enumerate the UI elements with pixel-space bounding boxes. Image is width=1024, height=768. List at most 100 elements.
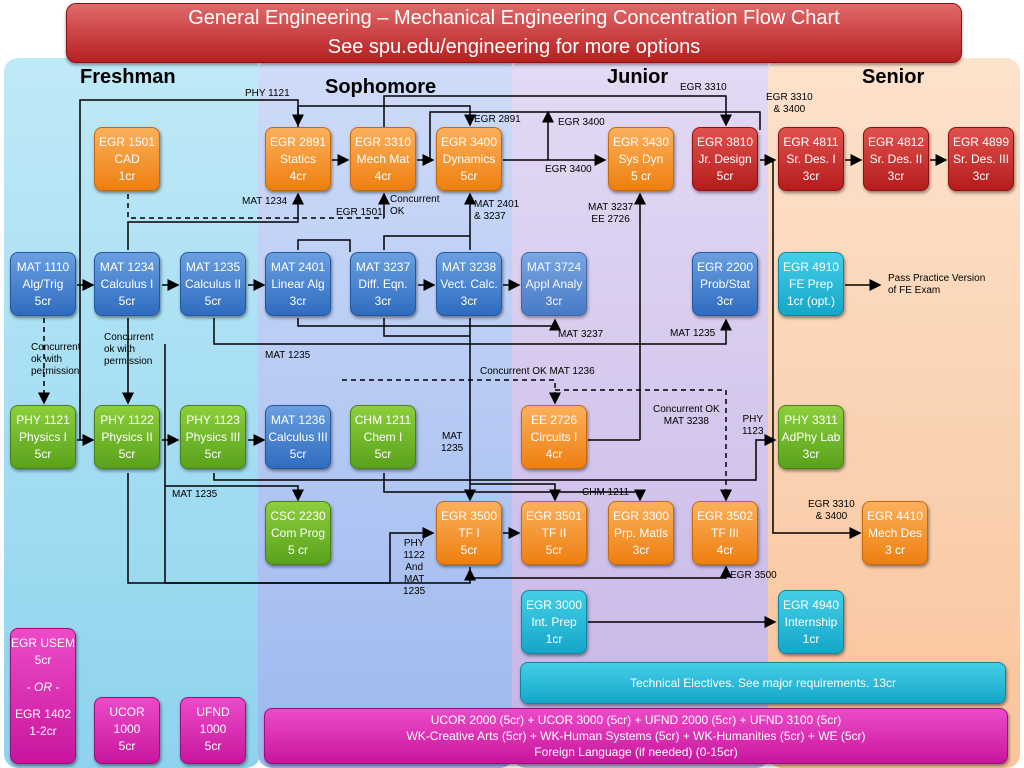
course-mat-1234[interactable]: MAT 1234 Calculus I 5cr (94, 252, 160, 316)
course-credits: 5cr (460, 543, 478, 557)
course-credits: 3cr (716, 294, 734, 308)
course-credits: 3cr (374, 294, 392, 308)
label-egr3310-top: EGR 3310 (680, 82, 727, 93)
course-credits: 5cr (118, 447, 136, 461)
course-csc-2230[interactable]: CSC 2230 Com Prog 5 cr (265, 501, 331, 565)
course-title: Internship (784, 615, 838, 629)
label-mat1235-c: MAT 1235 (441, 431, 464, 454)
course-egr-4899[interactable]: EGR 4899 Sr. Des. III 3cr (948, 127, 1014, 191)
course-mat-3724[interactable]: MAT 3724 Appl Analy 3cr (521, 252, 587, 316)
course-mat-1236[interactable]: MAT 1236 Calculus III 5cr (265, 405, 331, 469)
label-phy1122-mat1235: PHY 1122 And MAT 1235 (403, 538, 426, 597)
course-title: TF II (541, 526, 567, 540)
course-credits: 4cr (289, 169, 307, 183)
label-egr3400-a: EGR 3400 (558, 117, 605, 128)
course-code: MAT 3237 (355, 260, 411, 274)
course-credits: 3cr (802, 169, 820, 183)
course-mat-3237[interactable]: MAT 3237 Diff. Eqn. 3cr (350, 252, 416, 316)
course-phy-1122[interactable]: PHY 1122 Physics II 5cr (94, 405, 160, 469)
course-egr-3000[interactable]: EGR 3000 Int. Prep 1cr (521, 590, 587, 654)
course-title: Sr. Des. II (869, 152, 923, 166)
course-code: EGR 4940 (782, 598, 840, 612)
label-egr3400-b: EGR 3400 (545, 164, 592, 175)
course-code: MAT 1236 (270, 413, 326, 427)
course-title: Jr. Design (698, 152, 752, 166)
course-code: EGR 3310 (354, 135, 412, 149)
course-egr-4811[interactable]: EGR 4811 Sr. Des. I 3cr (778, 127, 844, 191)
course-mat-1235[interactable]: MAT 1235 Calculus II 5cr (180, 252, 246, 316)
label-mat3237: MAT 3237 (558, 329, 604, 340)
course-phy-3311[interactable]: PHY 3311 AdPhy Lab 3cr (778, 405, 844, 469)
course-title: Prp. Matls (613, 526, 668, 540)
label-phy1121: PHY 1121 (245, 88, 290, 99)
course-credits: 5cr (204, 447, 222, 461)
course-title: 1000 (199, 722, 227, 736)
course-credits: 5cr (118, 294, 136, 308)
course-credits: 1cr (545, 632, 563, 646)
course-egr-3810[interactable]: EGR 3810 Jr. Design 5cr (692, 127, 758, 191)
junior-header: Junior (607, 66, 669, 88)
course-phy-1121[interactable]: PHY 1121 Physics I 5cr (10, 405, 76, 469)
course-title: Statics (279, 152, 316, 166)
course-credits: 3cr (545, 294, 563, 308)
course-title: Mech Des (867, 526, 923, 540)
course-egr-1501[interactable]: EGR 1501 CAD 1cr (94, 127, 160, 191)
course-title: Physics I (18, 430, 67, 444)
course-ucor-1000[interactable]: UCOR 1000 5cr (94, 697, 160, 764)
course-title: Sr. Des. III (952, 152, 1009, 166)
egr1402-code: EGR 1402 (14, 707, 72, 721)
course-egr-3430[interactable]: EGR 3430 Sys Dyn 5 cr (608, 127, 674, 191)
course-chm-1211[interactable]: CHM 1211 Chem I 5cr (350, 405, 416, 469)
course-mat-1110[interactable]: MAT 1110 Alg/Trig 5cr (10, 252, 76, 316)
usem-credits: 5cr (34, 653, 52, 667)
gen-ed-box[interactable]: UCOR 2000 (5cr) + UCOR 3000 (5cr) + UFND… (264, 708, 1008, 764)
gen-ed-line-3: Foreign Language (if needed) (0-15cr) (534, 745, 738, 759)
freshman-header: Freshman (80, 66, 176, 88)
course-title: Calculus II (184, 277, 242, 291)
course-credits: 5cr (118, 739, 136, 753)
course-code: UCOR (109, 705, 145, 719)
course-egr-4812[interactable]: EGR 4812 Sr. Des. II 3cr (863, 127, 929, 191)
course-credits: 5 cr (287, 543, 308, 557)
course-credits: 5cr (34, 294, 52, 308)
course-egr-2891[interactable]: EGR 2891 Statics 4cr (265, 127, 331, 191)
technical-electives-text: Technical Electives. See major requireme… (629, 676, 897, 690)
course-code: MAT 2401 (270, 260, 326, 274)
course-egr-3300[interactable]: EGR 3300 Prp. Matls 3cr (608, 501, 674, 565)
course-egr-4940[interactable]: EGR 4940 Internship 1cr (778, 590, 844, 654)
course-egr-2200[interactable]: EGR 2200 Prob/Stat 3cr (692, 252, 758, 316)
course-ee-2726[interactable]: EE 2726 Circuits I 4cr (521, 405, 587, 469)
course-egr-4910[interactable]: EGR 4910 FE Prep 1cr (opt.) (778, 252, 844, 316)
course-egr-3502[interactable]: EGR 3502 TF III 4cr (692, 501, 758, 565)
course-credits: 3cr (887, 169, 905, 183)
course-egr-4410[interactable]: EGR 4410 Mech Des 3 cr (862, 501, 928, 565)
course-credits: 1cr (opt.) (786, 294, 835, 308)
course-egr-3501[interactable]: EGR 3501 TF II 5cr (521, 501, 587, 565)
course-code: EE 2726 (530, 413, 578, 427)
course-code: EGR 2891 (269, 135, 327, 149)
course-credits: 5cr (289, 447, 307, 461)
course-egr-3500[interactable]: EGR 3500 TF I 5cr (436, 501, 502, 565)
course-egr-usem-or-1402[interactable]: EGR USEM 5cr - OR - EGR 1402 1-2cr (10, 628, 76, 764)
course-phy-1123[interactable]: PHY 1123 Physics III 5cr (180, 405, 246, 469)
course-code: EGR 4910 (782, 260, 840, 274)
course-mat-2401[interactable]: MAT 2401 Linear Alg 3cr (265, 252, 331, 316)
course-title: Chem I (363, 430, 403, 444)
course-code: CSC 2230 (270, 509, 326, 523)
course-title: Alg/Trig (22, 277, 64, 291)
sophomore-header: Sophomore (325, 76, 437, 98)
course-title: 1000 (113, 722, 141, 736)
course-ufnd-1000[interactable]: UFND 1000 5cr (180, 697, 246, 764)
course-egr-3310[interactable]: EGR 3310 Mech Mat 4cr (350, 127, 416, 191)
label-concurrent-ok: Concurrent OK (390, 194, 440, 217)
course-egr-3400[interactable]: EGR 3400 Dynamics 5cr (436, 127, 502, 191)
technical-electives-box[interactable]: Technical Electives. See major requireme… (520, 662, 1006, 704)
course-mat-3238[interactable]: MAT 3238 Vect. Calc. 3cr (436, 252, 502, 316)
chart-title: General Engineering – Mechanical Enginee… (66, 3, 962, 63)
label-egr1501: EGR 1501 (336, 207, 383, 218)
course-title: Appl Analy (525, 277, 583, 291)
course-credits: 5cr (716, 169, 734, 183)
course-code: EGR 4812 (867, 135, 925, 149)
course-title: Dynamics (442, 152, 496, 166)
label-mat2401-3237: MAT 2401 & 3237 (474, 199, 520, 222)
